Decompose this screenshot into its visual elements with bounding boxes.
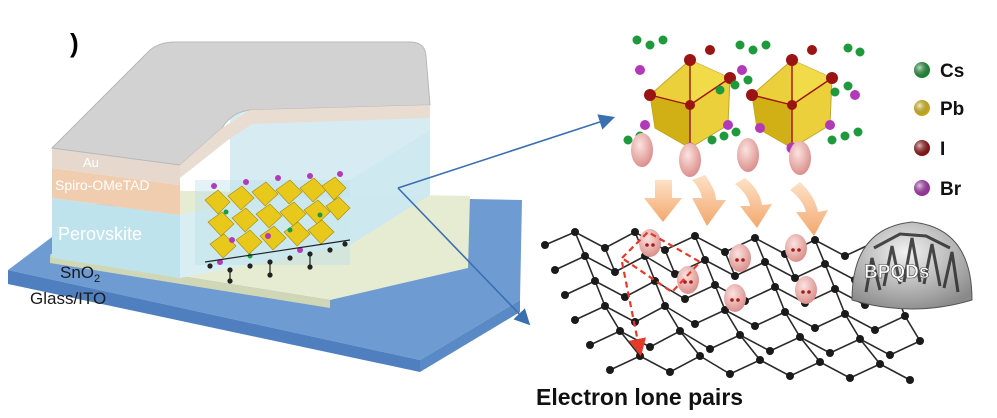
- glass-layer-side: [8, 270, 420, 372]
- lone-pair-lobe: [737, 138, 759, 172]
- zoom-arrow-upper: [397, 114, 616, 189]
- lone-pair-lobe: [631, 133, 653, 167]
- flow-arrow: [735, 178, 772, 228]
- bpqd-dome: BPQDs: [851, 221, 973, 310]
- sheet-lone-pairs: [639, 229, 817, 312]
- legend-label: Pb: [940, 99, 964, 120]
- label-spiro: Spiro-OMeTAD: [55, 177, 150, 193]
- flow-arrows: [644, 175, 828, 236]
- label-perovskite: Perovskite: [58, 224, 142, 244]
- caption-electron-lone-pairs: Electron lone pairs: [536, 384, 743, 410]
- flow-arrow: [790, 182, 828, 236]
- legend-item-i: I: [914, 139, 945, 160]
- red-dashed-indicator: [620, 230, 702, 357]
- device-stack: Au Spiro-OMeTAD Perovskite SnO2 Glass/IT…: [8, 41, 522, 372]
- legend-label: Cs: [940, 61, 964, 82]
- bpqd-label: BPQDs: [864, 262, 929, 283]
- label-sno2: SnO2: [60, 263, 100, 285]
- legend-label: I: [940, 139, 945, 160]
- perovskite-layer-front: [52, 198, 180, 278]
- flow-arrow: [644, 180, 682, 222]
- legend-label: Br: [940, 179, 962, 200]
- lone-pair-lobe: [789, 141, 811, 175]
- legend-item-pb: Pb: [914, 99, 964, 120]
- label-au: Au: [83, 155, 99, 170]
- lone-pair-lobe: [679, 143, 701, 177]
- perovskite-crystals: [195, 171, 351, 284]
- crystal-structure: [623, 35, 865, 177]
- panel-mark: ): [70, 28, 79, 58]
- flow-arrow: [692, 175, 726, 226]
- au-layer-top: [52, 42, 430, 165]
- legend: Cs Pb I Br: [914, 61, 964, 200]
- au-layer-front: [52, 148, 180, 185]
- spiro-layer-front: [52, 168, 180, 215]
- label-glass: Glass/ITO: [30, 289, 106, 308]
- phosphorene-sheet: [541, 228, 924, 384]
- legend-item-cs: Cs: [914, 61, 964, 82]
- zoom-arrow-lower: [397, 187, 531, 326]
- legend-item-br: Br: [914, 179, 962, 200]
